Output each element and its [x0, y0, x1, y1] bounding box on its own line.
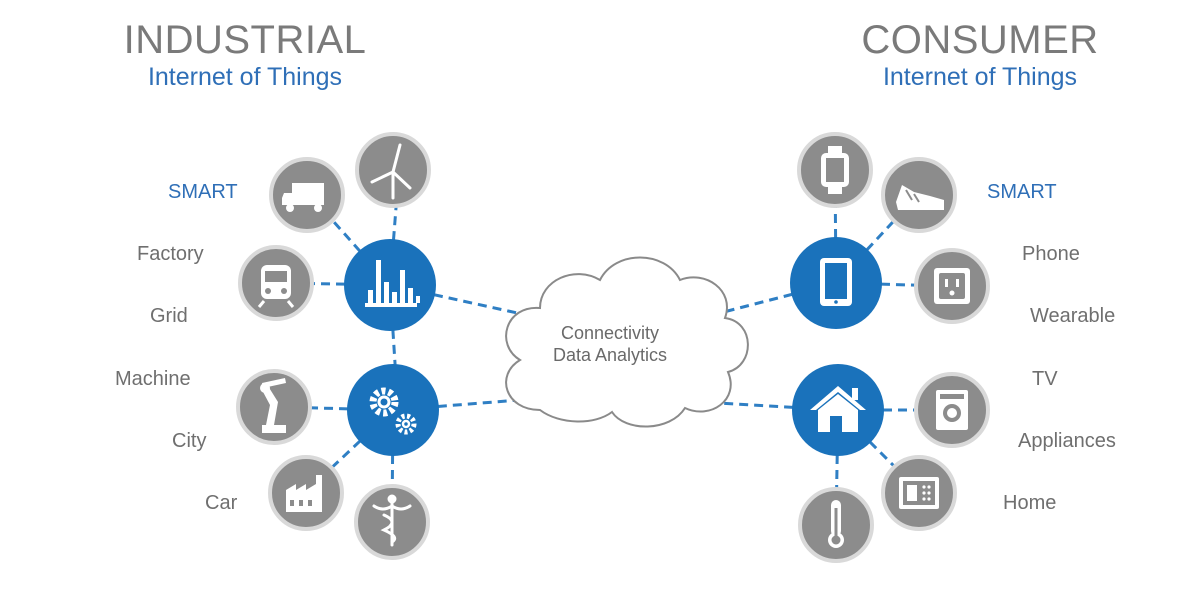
consumer-hub-tablet — [790, 237, 882, 329]
cloud-label: Connectivity Data Analytics — [500, 322, 720, 366]
power-outlet-icon — [934, 268, 970, 304]
robot-arm-icon — [260, 378, 286, 433]
industrial-label-grid: Grid — [150, 305, 188, 327]
house-icon — [810, 386, 866, 432]
consumer-node-safe — [881, 455, 957, 531]
industrial-node-train — [238, 245, 314, 321]
industrial-hub-factory-chart — [344, 239, 436, 331]
consumer-label-wearable: Wearable — [1030, 305, 1116, 327]
consumer-node-thermometer — [798, 487, 874, 563]
industrial-node-caduceus — [354, 484, 430, 560]
consumer-label-smart: SMART — [987, 181, 1057, 203]
cloud-line-data-analytics: Data Analytics — [552, 345, 668, 365]
sneaker-icon — [896, 185, 944, 210]
washing-machine-icon — [936, 390, 968, 430]
consumer-node-sneaker — [881, 157, 957, 233]
cloud-shape — [505, 256, 749, 428]
consumer-subtitle: Internet of Things — [882, 63, 1078, 91]
train-icon — [257, 265, 295, 308]
consumer-title: CONSUMER — [861, 18, 1099, 62]
consumer-heading: CONSUMER Internet of Things — [800, 18, 1160, 92]
consumer-label-appliances: Appliances — [1018, 430, 1116, 452]
tablet-icon — [820, 258, 852, 306]
industrial-label-machine: Machine — [115, 368, 191, 390]
industrial-node-factory — [268, 455, 344, 531]
industrial-node-robot-arm — [236, 369, 312, 445]
consumer-label-phone: Phone — [1022, 243, 1080, 265]
gears-icon — [369, 387, 417, 435]
wind-turbine-icon — [370, 143, 412, 200]
industrial-label-city: City — [172, 430, 207, 452]
connector-line — [389, 283, 541, 320]
industrial-node-wind-turbine — [355, 132, 431, 208]
industrial-label-factory: Factory — [137, 243, 204, 265]
safe-icon — [899, 477, 939, 509]
industrial-subtitle: Internet of Things — [147, 63, 343, 91]
thermometer-icon — [828, 500, 844, 548]
smartwatch-icon — [821, 146, 849, 194]
consumer-hub-house — [792, 364, 884, 456]
industrial-title: INDUSTRIAL — [123, 18, 367, 62]
industrial-label-car: Car — [205, 492, 238, 514]
consumer-label-home: Home — [1003, 492, 1057, 514]
factory-icon — [286, 475, 322, 512]
truck-icon — [282, 183, 324, 212]
consumer-node-washing-machine — [914, 372, 990, 448]
industrial-node-truck — [269, 157, 345, 233]
consumer-label-tv: TV — [1032, 368, 1058, 390]
consumer-node-power-outlet — [914, 248, 990, 324]
consumer-node-smartwatch — [797, 132, 873, 208]
cloud-line-connectivity: Connectivity — [560, 323, 660, 343]
industrial-label-smart: SMART — [168, 181, 238, 203]
factory-chart-icon — [365, 260, 420, 307]
industrial-heading: INDUSTRIAL Internet of Things — [65, 18, 425, 92]
industrial-hub-gears — [347, 364, 439, 456]
caduceus-icon — [372, 494, 412, 547]
